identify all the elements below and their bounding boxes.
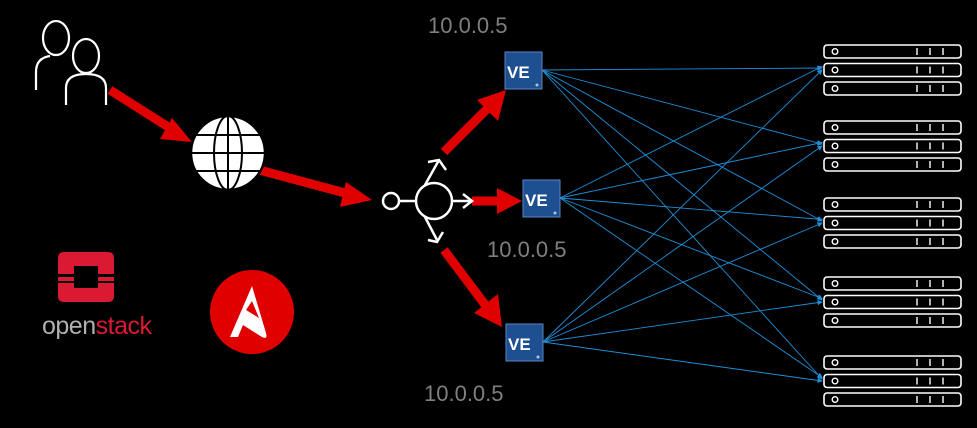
server-rack-icon bbox=[823, 197, 962, 212]
arrow-lb-to-ve-top bbox=[440, 90, 506, 156]
ve-node-top: VE bbox=[504, 51, 543, 90]
ve-server-link bbox=[541, 65, 823, 71]
ve-server-link bbox=[542, 145, 823, 343]
server-rack-icon bbox=[823, 120, 962, 135]
load-balancer-icon bbox=[381, 158, 475, 244]
server-rack-icon bbox=[823, 392, 962, 407]
ip-label-top: 10.0.0.5 bbox=[428, 13, 508, 38]
server-rack-icon bbox=[823, 313, 962, 328]
arrow-lb-to-ve-mid bbox=[472, 188, 522, 214]
ve-to-server-links bbox=[541, 65, 823, 384]
server-rack-icon bbox=[823, 276, 962, 291]
ve-label: VE bbox=[507, 63, 530, 82]
server-rack-icon bbox=[823, 62, 962, 78]
server-rack-icon bbox=[823, 373, 962, 389]
ve-server-link bbox=[559, 140, 823, 199]
ve-server-link bbox=[541, 69, 823, 301]
openstack-text-stack: stack bbox=[95, 312, 152, 340]
globe-icon bbox=[189, 114, 267, 192]
server-group bbox=[823, 120, 962, 172]
server-rack-icon bbox=[823, 138, 962, 154]
openstack-wordmark: openstack bbox=[42, 312, 152, 341]
server-rack-icon bbox=[823, 157, 962, 172]
ve-server-link bbox=[542, 69, 823, 343]
ve-server-link bbox=[559, 66, 823, 199]
ip-label-bottom: 10.0.0.5 bbox=[424, 381, 504, 406]
ve-server-link bbox=[559, 197, 823, 300]
ve-server-link bbox=[542, 341, 823, 384]
ansible-logo bbox=[210, 270, 294, 354]
arrow-users-to-globe bbox=[107, 86, 192, 142]
server-group bbox=[823, 276, 962, 328]
server-rack-icon bbox=[823, 81, 962, 96]
server-group bbox=[823, 44, 962, 96]
ve-server-link bbox=[541, 69, 823, 146]
openstack-logo bbox=[58, 252, 114, 302]
ve-server-link bbox=[542, 299, 823, 343]
users-icon bbox=[34, 19, 108, 105]
arrow-globe-to-lb bbox=[250, 163, 372, 207]
ve-server-link bbox=[559, 197, 823, 222]
server-rack-icon bbox=[823, 215, 962, 231]
ve-server-link bbox=[559, 197, 823, 379]
server-rack-icon bbox=[823, 44, 962, 59]
server-rack-icon bbox=[823, 294, 962, 310]
server-group bbox=[823, 355, 962, 407]
ve-server-link bbox=[541, 69, 823, 222]
server-group bbox=[823, 197, 962, 249]
ve-label: VE bbox=[508, 335, 531, 354]
openstack-text-open: open bbox=[42, 312, 96, 340]
ve-server-link bbox=[541, 69, 823, 380]
ve-node-bottom: VE bbox=[505, 323, 544, 362]
ve-node-middle: VE bbox=[522, 179, 561, 218]
ve-server-link bbox=[542, 222, 823, 343]
server-rack-icon bbox=[823, 355, 962, 370]
ve-label: VE bbox=[525, 191, 548, 210]
arrow-lb-to-ve-bottom bbox=[440, 247, 502, 327]
traffic-arrows bbox=[107, 86, 522, 327]
ip-label-middle: 10.0.0.5 bbox=[487, 237, 567, 262]
server-rack-icon bbox=[823, 234, 962, 249]
server-racks bbox=[823, 44, 962, 407]
